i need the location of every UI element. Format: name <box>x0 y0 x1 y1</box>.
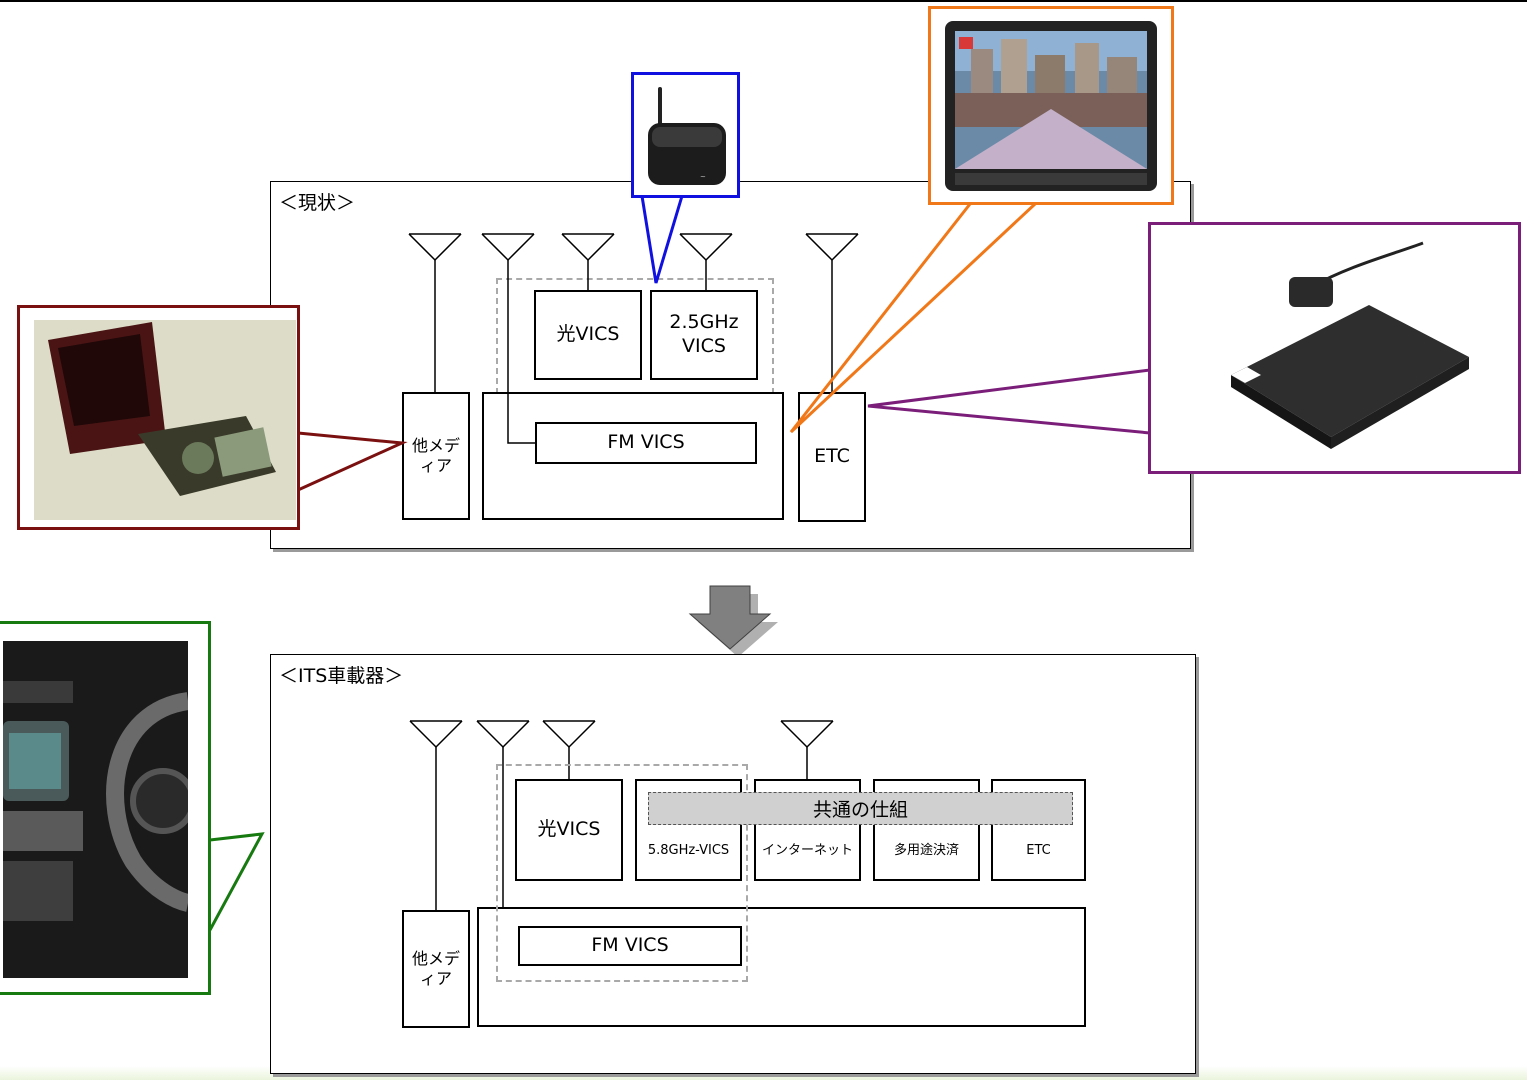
dashboard-callout <box>0 621 211 995</box>
dashboard-callout-tail <box>210 834 262 930</box>
mobile-phone-image <box>34 320 296 520</box>
car-dashboard-image <box>3 641 188 978</box>
phone-callout-tail <box>298 433 402 490</box>
etc-unit-callout-tail <box>868 370 1150 433</box>
beacon-receiver-image: ~ <box>634 75 737 195</box>
phone-callout <box>17 305 300 530</box>
etc-unit-callout <box>1148 222 1521 474</box>
svg-text:~: ~ <box>700 173 706 181</box>
etc-device-image <box>1151 225 1518 471</box>
beacon-callout: ~ <box>631 72 740 198</box>
navigation-unit-image <box>931 9 1171 202</box>
beacon-callout-tail <box>642 196 682 283</box>
navigation-callout <box>928 6 1174 205</box>
